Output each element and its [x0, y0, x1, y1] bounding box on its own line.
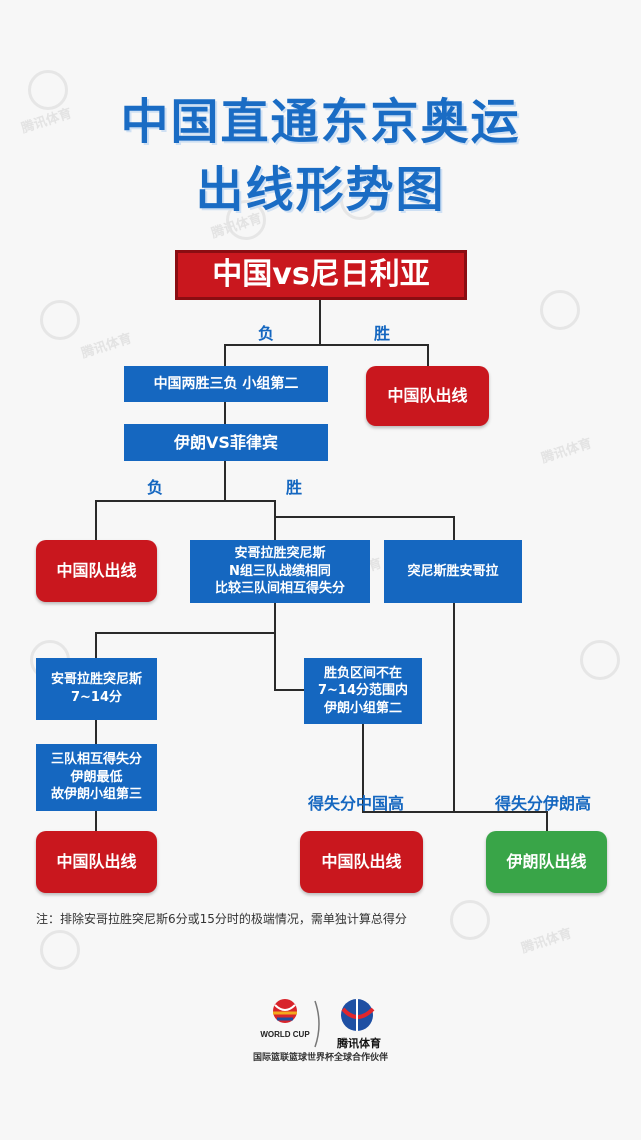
branch-label-win-1: 胜 — [374, 324, 391, 343]
page-title-line1: 中国直通东京奥运 — [120, 94, 521, 150]
partner-logos: WORLD CUP 腾讯体育 — [255, 995, 395, 1065]
china-higher-label: 得失分中国高 — [308, 794, 405, 813]
branch-label-win-2: 胜 — [286, 478, 303, 497]
angola-beats-tunisia-tie-node: 安哥拉胜突尼斯 N组三队战绩相同 比较三队间相互得失分 — [190, 540, 370, 603]
iran-qualify-node: 伊朗队出线 — [486, 831, 607, 893]
china-qualify-left-node: 中国队出线 — [36, 540, 157, 602]
angola-7-14-node: 安哥拉胜突尼斯 7~14分 — [36, 658, 157, 720]
china-qualify-bottom-left-node: 中国队出线 — [36, 831, 157, 893]
footnote: 注：排除安哥拉胜突尼斯6分或15分时的极端情况，需单独计算总得分 — [36, 912, 407, 926]
branch-label-lose-2: 负 — [147, 478, 164, 497]
china-two-win-node: 中国两胜三负 小组第二 — [124, 366, 328, 402]
watermark-text: 腾讯体育 — [79, 331, 134, 362]
root-node: 中国vs尼日利亚 — [175, 250, 467, 300]
tunisia-beats-angola-node: 突尼斯胜安哥拉 — [384, 540, 522, 603]
watermark-ball-icon — [40, 930, 80, 970]
tencent-text: 腾讯体育 — [337, 1036, 381, 1050]
page-title-line2: 出线形势图 — [195, 162, 446, 218]
watermark-text: 腾讯体育 — [519, 926, 574, 957]
margin-not-in-range-node: 胜负区间不在 7~14分范围内 伊朗小组第二 — [304, 658, 422, 724]
watermark-ball-icon — [540, 290, 580, 330]
three-teams-lowest-node: 三队相互得失分 伊朗最低 故伊朗小组第三 — [36, 744, 157, 811]
worldcup-logo-icon: WORLD CUP — [260, 999, 310, 1039]
watermark-ball-icon — [40, 300, 80, 340]
worldcup-text: WORLD CUP — [260, 1030, 310, 1039]
branch-label-lose-1: 负 — [258, 324, 275, 343]
china-qualify-bottom-mid-node: 中国队出线 — [300, 831, 423, 893]
watermark-text: 腾讯体育 — [539, 436, 594, 467]
iran-higher-label: 得失分伊朗高 — [495, 794, 592, 813]
china-qualify-top-node: 中国队出线 — [366, 366, 489, 426]
watermark-ball-icon — [450, 900, 490, 940]
tencent-sports-logo-icon: 腾讯体育 — [337, 999, 381, 1050]
divider-icon — [314, 1000, 320, 1048]
iran-vs-philippines-node: 伊朗VS菲律宾 — [124, 424, 328, 461]
watermark-ball-icon — [580, 640, 620, 680]
footer-partner-text: 国际篮联篮球世界杯全球合作伙伴 — [252, 1053, 388, 1063]
